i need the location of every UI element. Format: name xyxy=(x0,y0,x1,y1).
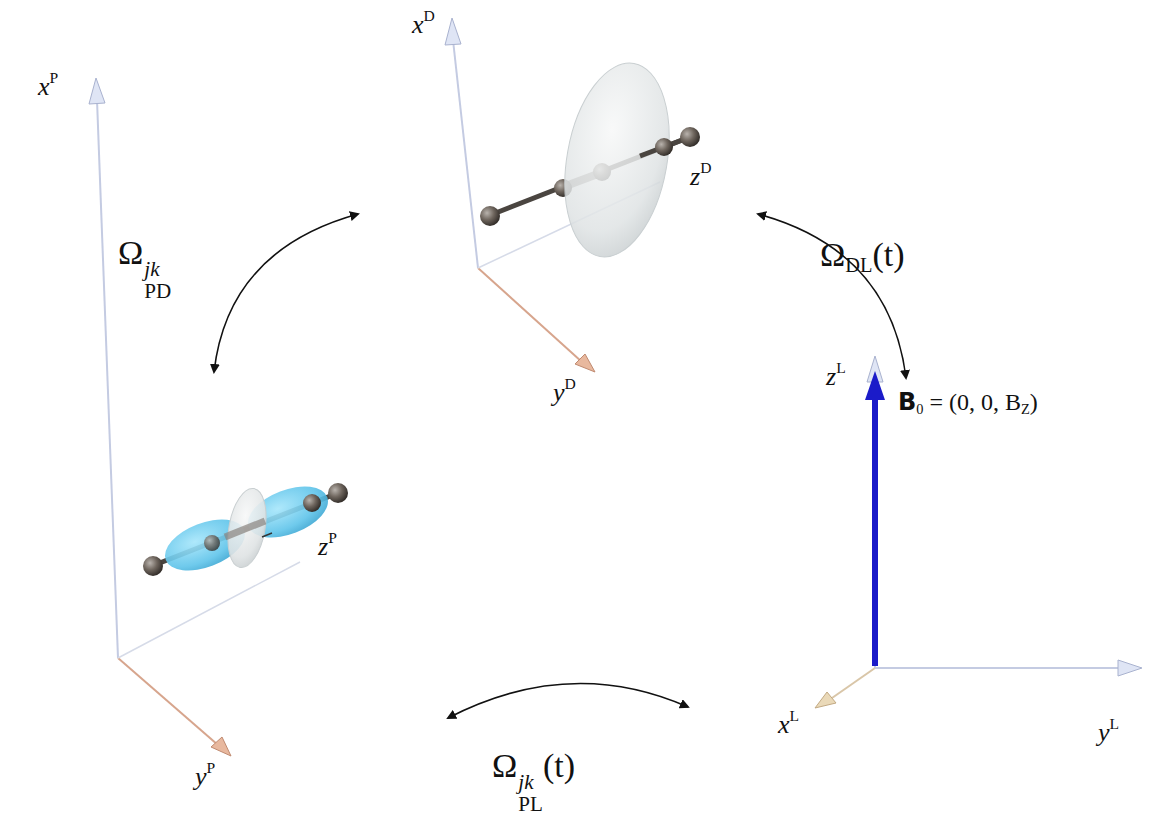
axis-label: yL xyxy=(1098,716,1119,746)
axis-label: zL xyxy=(826,360,846,390)
transform-label: ΩPDjk xyxy=(118,236,171,302)
axis-label: xD xyxy=(412,8,435,38)
transform-arrow xyxy=(214,214,358,372)
axis-label: zP xyxy=(318,530,337,560)
frame-l xyxy=(815,356,1142,708)
transform-label: ΩPLjk(t) xyxy=(492,749,575,815)
axis-label: zD xyxy=(690,160,711,190)
transform-arrow xyxy=(448,683,688,718)
frame-d xyxy=(445,18,700,372)
axis-label: yP xyxy=(195,760,215,790)
transform-label: ΩDL(t) xyxy=(820,238,905,276)
axis-label: xL xyxy=(778,708,799,738)
axis-label: xP xyxy=(38,70,58,100)
field-label: B0 = (0, 0, BZ) xyxy=(898,390,1038,417)
axis-label: yD xyxy=(553,376,576,406)
frame-p xyxy=(89,78,348,756)
transform-arrow xyxy=(758,214,906,378)
